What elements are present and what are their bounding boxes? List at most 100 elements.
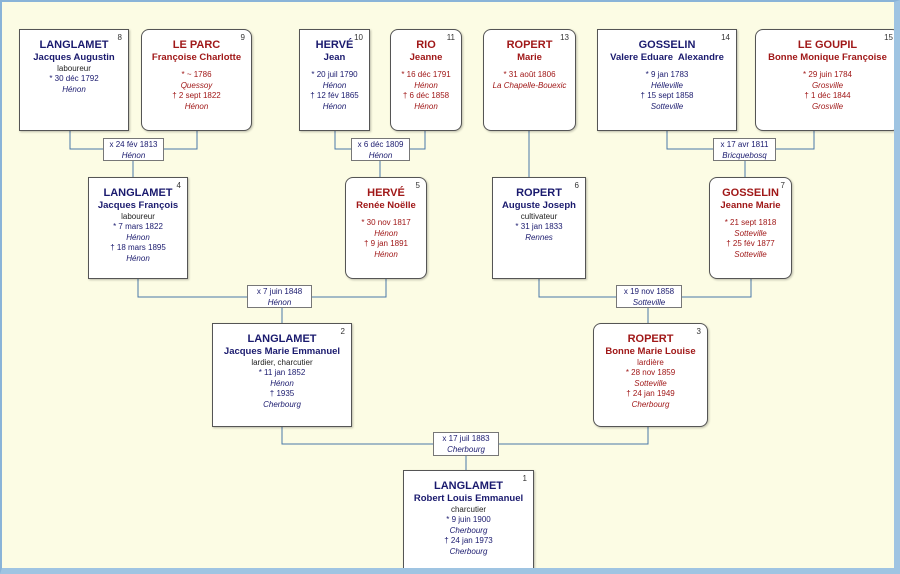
person-card-15[interactable]: 15 LE GOUPIL Bonne Monique Françoise * 2… xyxy=(755,29,900,131)
marriage-label-m5[interactable]: x 6 déc 1809 Hénon xyxy=(351,138,410,161)
birth-date: * 20 juil 1790 xyxy=(311,70,358,79)
marriage-date: x 24 fév 1813 xyxy=(109,140,158,149)
birth-place: Hénon xyxy=(322,80,347,90)
birth-place: Rennes xyxy=(525,232,553,242)
birth-date: * 29 juin 1784 xyxy=(803,70,852,79)
person-card-3[interactable]: 3 ROPERT Bonne Marie Louise lardière * 2… xyxy=(593,323,708,427)
surname: LE GOUPIL xyxy=(797,39,858,51)
death-date: † 24 jan 1973 xyxy=(444,536,493,545)
death-place: Hénon xyxy=(126,253,150,263)
death-place: Cherbourg xyxy=(631,399,670,409)
person-card-5[interactable]: 5 HERVÉ Renée Noëlle * 30 nov 1817 Hénon… xyxy=(345,177,427,279)
marriage-date: x 6 déc 1809 xyxy=(357,140,404,149)
surname: ROPERT xyxy=(516,187,562,199)
sosa-number: 7 xyxy=(780,181,785,190)
birth-place: Cherbourg xyxy=(449,525,488,535)
sosa-number: 9 xyxy=(240,33,245,42)
death-place: Hénon xyxy=(374,249,398,259)
death-date: † 1 déc 1844 xyxy=(804,91,851,100)
surname: LANGLAMET xyxy=(247,333,317,345)
sosa-number: 10 xyxy=(354,33,363,42)
person-card-10[interactable]: 10 HERVÉ Jean * 20 juil 1790 Hénon † 12 … xyxy=(299,29,370,131)
surname: RIO xyxy=(416,39,436,51)
marriage-place: Cherbourg xyxy=(447,444,485,454)
birth-date: * 31 août 1806 xyxy=(503,70,556,79)
birth-place: La Chapelle-Bouexic xyxy=(492,80,567,90)
surname: LANGLAMET xyxy=(103,187,173,199)
surname: HERVÉ xyxy=(367,187,405,199)
given-names: Jacques Marie Emmanuel xyxy=(223,346,341,357)
sosa-number: 15 xyxy=(884,33,893,42)
surname: ROPERT xyxy=(627,333,674,345)
birth-date: * 21 sept 1818 xyxy=(724,218,777,227)
sosa-number: 1 xyxy=(522,474,527,483)
surname: ROPERT xyxy=(506,39,553,51)
given-names: Jeanne xyxy=(409,52,443,63)
death-place: Sotteville xyxy=(650,101,684,111)
marriage-label-m1[interactable]: x 17 juil 1883 Cherbourg xyxy=(433,432,499,456)
birth-date: * 30 nov 1817 xyxy=(361,218,411,227)
death-place: Sotteville xyxy=(734,249,767,259)
occupation: lardier, charcutier xyxy=(251,358,313,367)
birth-place: Hélleville xyxy=(650,80,683,90)
marriage-date: x 19 nov 1858 xyxy=(623,287,675,296)
person-card-6[interactable]: 6 ROPERT Auguste Joseph cultivateur * 31… xyxy=(492,177,586,279)
sosa-number: 5 xyxy=(415,181,420,190)
birth-date: * 31 jan 1833 xyxy=(515,222,563,231)
death-date: † 12 fév 1865 xyxy=(310,91,359,100)
sosa-number: 13 xyxy=(560,33,569,42)
sosa-number: 6 xyxy=(574,181,579,190)
death-date: † 9 jan 1891 xyxy=(363,239,409,248)
person-card-7[interactable]: 7 GOSSELIN Jeanne Marie * 21 sept 1818 S… xyxy=(709,177,792,279)
birth-place: Quessoy xyxy=(180,80,213,90)
birth-place: Hénon xyxy=(414,80,438,90)
surname: GOSSELIN xyxy=(638,39,696,51)
birth-date: * 7 mars 1822 xyxy=(113,222,163,231)
surname: LANGLAMET xyxy=(433,480,504,492)
death-place: Cherbourg xyxy=(449,546,488,556)
person-card-9[interactable]: 9 LE PARC Françoise Charlotte * ~ 1786 Q… xyxy=(141,29,252,131)
given-names: Françoise Charlotte xyxy=(151,52,242,63)
birth-date: * 9 jan 1783 xyxy=(645,70,689,79)
occupation: laboureur xyxy=(57,64,91,73)
marriage-date: x 17 juil 1883 xyxy=(442,434,490,443)
surname: LE PARC xyxy=(172,39,221,51)
person-card-14[interactable]: 14 GOSSELIN Valere Eduare Alexandre * 9 … xyxy=(597,29,737,131)
occupation: charcutier xyxy=(450,505,487,514)
birth-place: Hénon xyxy=(126,232,150,242)
marriage-label-m4[interactable]: x 24 fév 1813 Hénon xyxy=(103,138,164,161)
birth-place: Grosville xyxy=(811,80,844,90)
sosa-number: 4 xyxy=(176,181,181,190)
person-card-8[interactable]: 8 LANGLAMET Jacques Augustin laboureur *… xyxy=(19,29,129,131)
given-names: Auguste Joseph xyxy=(502,200,576,211)
given-names: Jacques Augustin xyxy=(33,52,115,63)
death-date: † 25 fév 1877 xyxy=(726,239,775,248)
surname: HERVÉ xyxy=(315,39,354,51)
sosa-number: 2 xyxy=(340,327,345,336)
person-card-13[interactable]: 13 ROPERT Marie * 31 août 1806 La Chapel… xyxy=(483,29,576,131)
marriage-label-m3[interactable]: x 19 nov 1858 Sotteville xyxy=(616,285,682,308)
death-place: Hénon xyxy=(322,101,347,111)
death-date: † 2 sept 1822 xyxy=(172,91,221,100)
given-names: Renée Noëlle xyxy=(356,200,416,211)
marriage-label-m6[interactable]: x 17 avr 1811 Bricquebosq xyxy=(713,138,776,161)
birth-place: Sotteville xyxy=(634,378,667,388)
surname: LANGLAMET xyxy=(39,39,109,51)
birth-place: Sotteville xyxy=(734,228,767,238)
birth-date: * 9 juin 1900 xyxy=(446,515,491,524)
death-date: † 15 sept 1858 xyxy=(640,91,694,100)
marriage-place: Hénon xyxy=(267,297,292,307)
sosa-number: 11 xyxy=(446,33,455,42)
occupation: cultivateur xyxy=(520,212,558,221)
death-date: † 18 mars 1895 xyxy=(110,243,166,252)
person-card-4[interactable]: 4 LANGLAMET Jacques François laboureur *… xyxy=(88,177,188,279)
marriage-place: Bricquebosq xyxy=(722,150,767,160)
given-names: Jean xyxy=(323,52,346,63)
birth-date: * 30 déc 1792 xyxy=(49,74,99,83)
birth-place: Hénon xyxy=(374,228,398,238)
given-names: Robert Louis Emmanuel xyxy=(413,493,524,504)
marriage-label-m2[interactable]: x 7 juin 1848 Hénon xyxy=(247,285,312,308)
person-card-11[interactable]: 11 RIO Jeanne * 16 déc 1791 Hénon † 6 dé… xyxy=(390,29,462,131)
person-card-1[interactable]: 1 LANGLAMET Robert Louis Emmanuel charcu… xyxy=(403,470,534,574)
person-card-2[interactable]: 2 LANGLAMET Jacques Marie Emmanuel lardi… xyxy=(212,323,352,427)
